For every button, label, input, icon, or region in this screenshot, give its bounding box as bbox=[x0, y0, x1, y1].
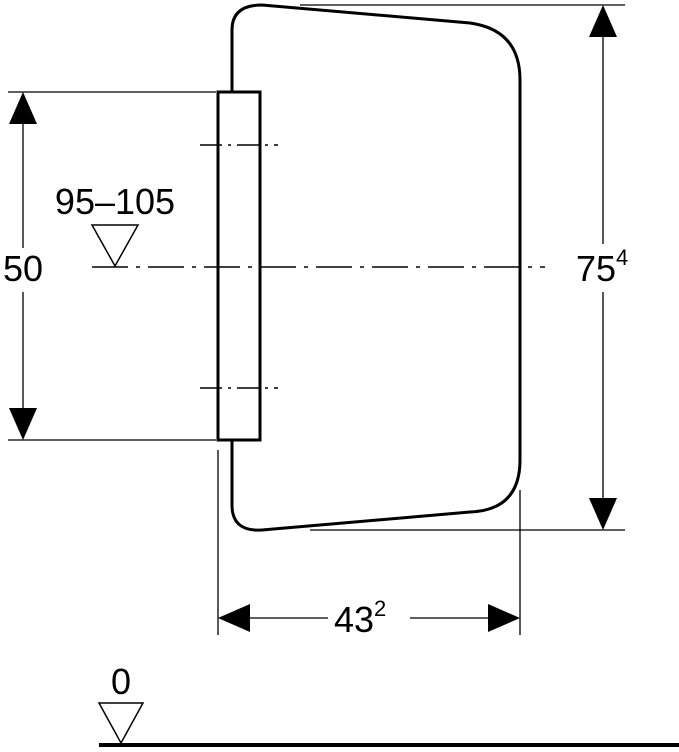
mounting-plate bbox=[216, 90, 262, 442]
depth-main: 43 bbox=[334, 599, 374, 640]
urinal-body bbox=[230, 3, 522, 532]
left-height-dimension bbox=[8, 91, 216, 441]
axis-height-label: 95–105 bbox=[55, 181, 175, 222]
right-height-dimension bbox=[300, 4, 625, 531]
depth-dimension bbox=[217, 450, 521, 635]
right-dim-arrow-down-icon bbox=[589, 498, 617, 530]
total-height-main: 75 bbox=[576, 248, 616, 289]
fixing-height-label: 50 bbox=[3, 248, 43, 289]
urinal-outline bbox=[230, 3, 522, 532]
depth-arrow-left-icon bbox=[218, 604, 250, 632]
total-height-label: 754 bbox=[576, 245, 628, 289]
floor-level-label: 0 bbox=[111, 661, 131, 702]
right-dim-arrow-up-icon bbox=[589, 5, 617, 37]
total-height-sup: 4 bbox=[616, 245, 628, 270]
floor-level-triangle-icon bbox=[97, 702, 145, 745]
fixing-center-lines bbox=[200, 144, 278, 389]
left-dim-arrow-down-icon bbox=[9, 408, 37, 440]
depth-label: 432 bbox=[334, 596, 386, 640]
axis-level-triangle-icon bbox=[90, 224, 140, 268]
depth-sup: 2 bbox=[374, 596, 386, 621]
left-dim-arrow-up-icon bbox=[9, 92, 37, 124]
depth-arrow-right-icon bbox=[488, 604, 520, 632]
